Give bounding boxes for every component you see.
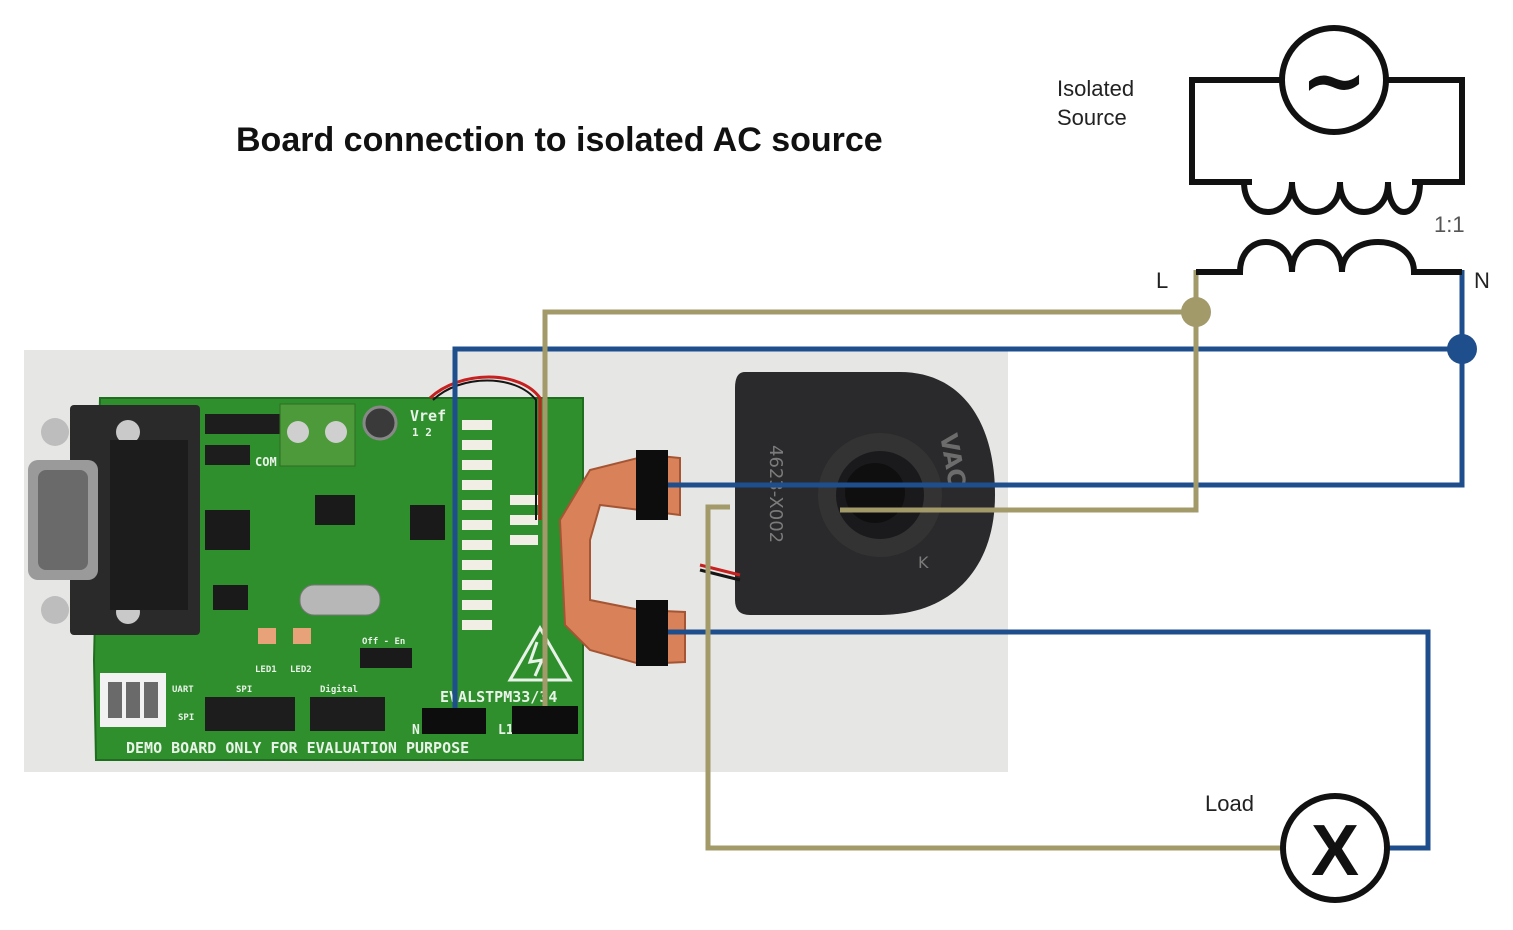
spi-label: SPI [236, 685, 252, 695]
transformer-symbol [1189, 77, 1465, 275]
ac-source-icon: ~ [1279, 25, 1389, 135]
neutral-junction [1447, 334, 1477, 364]
transformer-ratio: 1:1 [1434, 212, 1465, 237]
diagram-title: Board connection to isolated AC source [236, 121, 883, 159]
switch-label: Off - En [362, 637, 405, 647]
terminal-l1-label: L1 [498, 723, 514, 738]
evaluation-board: DEMO BOARD ONLY FOR EVALUATION PURPOSE E… [28, 375, 584, 761]
led1-label: LED1 [255, 665, 277, 675]
chip-icon [213, 585, 248, 610]
bus-clamp-bottom [636, 600, 668, 666]
line-wires [542, 270, 1283, 851]
capacitor-icon [362, 405, 398, 441]
load-label: Load [1205, 791, 1254, 816]
chip-icon [410, 505, 445, 540]
board-name-silkscreen: EVALSTPM33/34 [440, 688, 557, 706]
terminal-block-icon [279, 403, 356, 467]
bus-clamp-top [636, 450, 668, 520]
line-terminal-label: L [1156, 268, 1169, 293]
digital-label: Digital [320, 684, 358, 695]
neutral-terminal-label: N [1474, 268, 1490, 293]
source-label-line2: Source [1057, 105, 1127, 130]
line-junction [1181, 297, 1211, 327]
terminal-clamp-n [422, 708, 486, 734]
sensor-marking: 4623-X002 [765, 445, 786, 543]
high-voltage-warning-icon [507, 624, 573, 682]
ac-source-symbol: ~ [1300, 34, 1367, 127]
resistor-array [462, 420, 538, 630]
load-icon: X [1280, 793, 1390, 903]
board-bottom-silkscreen: DEMO BOARD ONLY FOR EVALUATION PURPOSE [126, 739, 469, 757]
terminal-n-label: N [412, 723, 420, 738]
led2-icon [293, 628, 311, 644]
led1-icon [258, 628, 276, 644]
source-label-line1: Isolated [1057, 76, 1135, 101]
load-symbol: X [1311, 811, 1359, 891]
chip-icon [315, 495, 355, 525]
crystal-icon [299, 584, 381, 616]
terminal-clamp-l [512, 706, 578, 734]
spi-mode-label: SPI [178, 713, 194, 723]
led2-label: LED2 [290, 665, 312, 675]
uart-label: UART [172, 685, 194, 695]
com-label: COM [255, 455, 277, 469]
chip-icon [205, 510, 250, 550]
vref-pins-label: 1 2 [412, 426, 432, 439]
sensor-terminal-k: K [918, 553, 929, 572]
dip-switch-icon [100, 673, 166, 727]
current-sensor: 4623-X002 VAC K [699, 372, 995, 615]
db9-connector-icon [28, 405, 200, 635]
vref-label: Vref [410, 407, 446, 425]
